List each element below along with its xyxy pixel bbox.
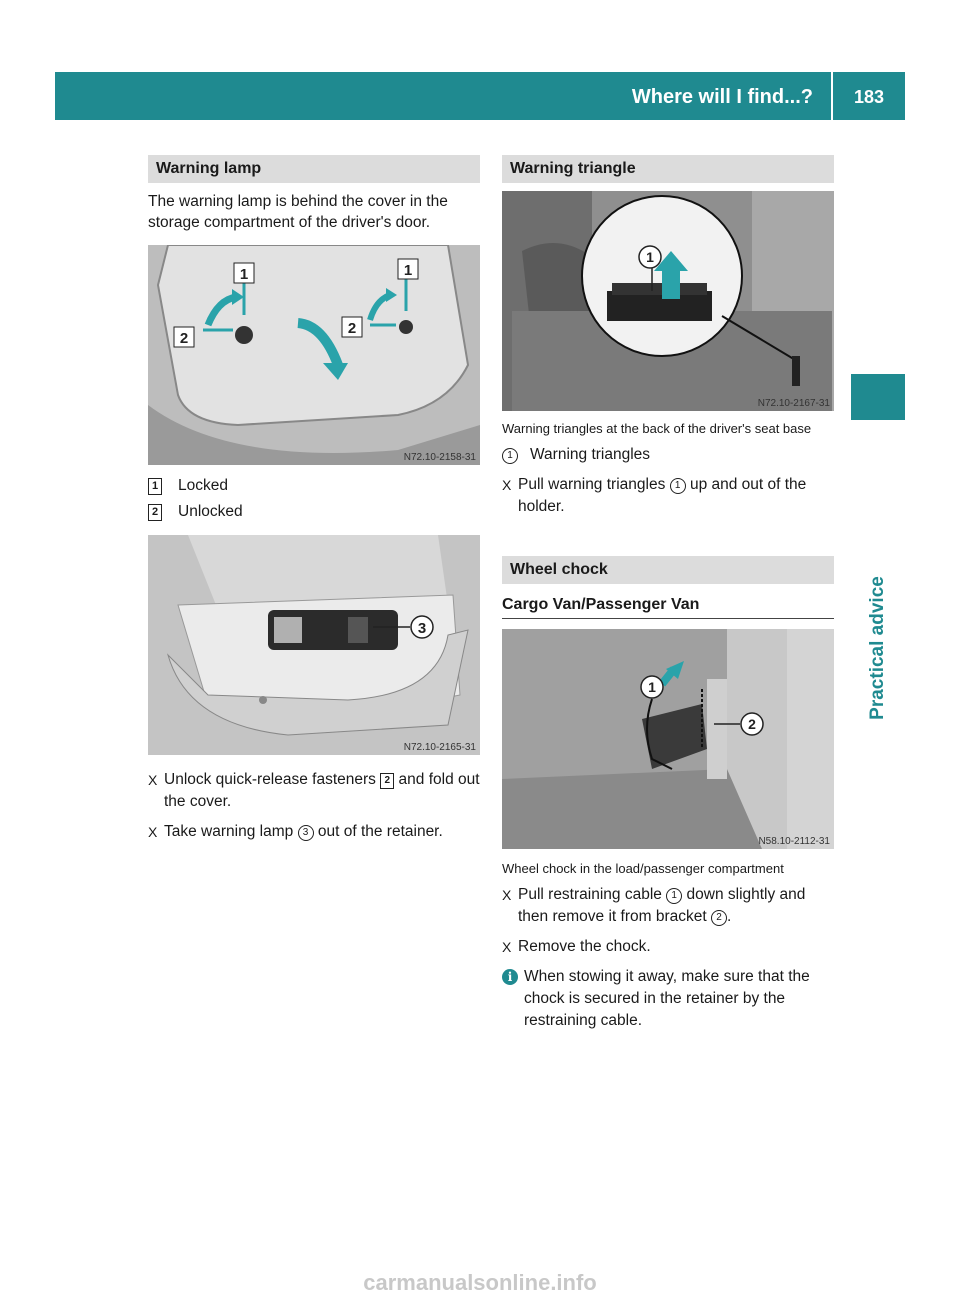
svg-text:3: 3 bbox=[418, 620, 426, 637]
figure-warning-lamp-retainer: 3 N72.10-2165-31 bbox=[148, 535, 480, 755]
header-title: Where will I find...? bbox=[631, 86, 813, 108]
step-text-part: Unlock quick-release fasteners bbox=[164, 771, 381, 788]
step-text-part: . bbox=[726, 908, 732, 925]
step-marker-icon: X bbox=[502, 477, 512, 493]
step-text-part: up and out of the holder. bbox=[518, 476, 807, 515]
warning-triangle-illustration: 1 bbox=[502, 191, 834, 411]
ref-badge: 1 bbox=[666, 888, 683, 904]
svg-text:1: 1 bbox=[646, 249, 654, 265]
step-item: X Pull restraining cable 1 down slightly… bbox=[502, 884, 834, 928]
figure-wheel-chock: 1 2 N58.10-2112-31 bbox=[502, 629, 834, 849]
legend-item-warning-triangles: 1 Warning triangles bbox=[502, 442, 834, 468]
ref-badge: 2 bbox=[380, 773, 395, 789]
figure-code: N58.10-2112-31 bbox=[758, 836, 830, 847]
figure-caption: Wheel chock in the load/passenger compar… bbox=[502, 861, 784, 876]
subheading-cargo-van: Cargo Van/Passenger Van bbox=[502, 596, 834, 619]
step-item: X Take warning lamp 3 out of the retaine… bbox=[148, 821, 480, 843]
figure-code: N72.10-2158-31 bbox=[403, 452, 476, 463]
legend-label: Locked bbox=[178, 477, 228, 494]
step-item: X Unlock quick-release fasteners 2 and f… bbox=[148, 769, 480, 813]
figure-caption: Warning triangles at the back of the dri… bbox=[502, 421, 812, 436]
step-text-part: Pull warning triangles bbox=[518, 476, 670, 493]
warning-lamp-steps: X Unlock quick-release fasteners 2 and f… bbox=[148, 769, 480, 843]
page-header: Where will I find...? 183 bbox=[55, 72, 905, 120]
step-text: Pull restraining cable 1 down slightly a… bbox=[518, 884, 834, 928]
legend-number-badge: 1 bbox=[148, 478, 162, 495]
warning-lamp-intro: The warning lamp is behind the cover in … bbox=[148, 193, 448, 231]
header-divider bbox=[831, 72, 833, 120]
figure-code: N72.10-2167-31 bbox=[757, 398, 830, 409]
info-text: When stowing it away, make sure that the… bbox=[524, 968, 810, 1029]
step-text: Take warning lamp 3 out of the retainer. bbox=[164, 821, 443, 843]
step-marker-icon: X bbox=[502, 887, 512, 903]
watermark: carmanualsonline.info bbox=[363, 1270, 597, 1295]
legend-number-badge: 2 bbox=[148, 504, 162, 521]
side-tab-label: Practical advice bbox=[867, 576, 888, 720]
svg-text:2: 2 bbox=[348, 320, 356, 337]
svg-text:1: 1 bbox=[648, 679, 656, 695]
section-heading-wheel-chock: Wheel chock bbox=[502, 556, 834, 584]
legend-item-locked: 1 Locked bbox=[148, 473, 480, 499]
step-marker-icon: X bbox=[148, 772, 158, 788]
step-text: Pull warning triangles 1 up and out of t… bbox=[518, 474, 834, 518]
wheel-chock-illustration: 1 2 bbox=[502, 629, 834, 849]
section-heading-warning-triangle: Warning triangle bbox=[502, 155, 834, 183]
ref-badge: 2 bbox=[710, 910, 727, 926]
step-text: Remove the chock. bbox=[518, 938, 651, 955]
ref-badge: 1 bbox=[669, 478, 686, 494]
figure-code: N72.10-2165-31 bbox=[403, 742, 476, 753]
step-marker-icon: X bbox=[148, 824, 158, 840]
svg-text:1: 1 bbox=[404, 262, 412, 279]
svg-text:2: 2 bbox=[180, 330, 188, 347]
svg-text:1: 1 bbox=[240, 266, 248, 283]
door-cover-illustration: 1 1 2 2 bbox=[148, 245, 480, 465]
step-text-part: Pull restraining cable bbox=[518, 886, 667, 903]
step-text-part: Take warning lamp bbox=[164, 823, 298, 840]
ref-badge: 3 bbox=[297, 825, 314, 841]
step-item: X Pull warning triangles 1 up and out of… bbox=[502, 474, 834, 518]
step-text-part: down slightly and then remove it from br… bbox=[518, 886, 806, 925]
info-note: i When stowing it away, make sure that t… bbox=[502, 966, 834, 1032]
step-text-part: and fold out the cover. bbox=[164, 771, 480, 810]
step-marker-icon: X bbox=[502, 939, 512, 955]
warning-lamp-illustration: 3 bbox=[148, 535, 480, 755]
legend-label: Warning triangles bbox=[530, 446, 651, 463]
section-heading-warning-lamp: Warning lamp bbox=[148, 155, 480, 183]
figure-warning-triangle: 1 N72.10-2167-31 bbox=[502, 191, 834, 411]
side-tab-marker bbox=[851, 374, 905, 420]
left-column: Warning lamp The warning lamp is behind … bbox=[148, 155, 480, 851]
right-column: Warning triangle 1 N72.10-2167-31 Warnin… bbox=[502, 155, 834, 1040]
step-text-part: out of the retainer. bbox=[313, 823, 443, 840]
info-icon: i bbox=[502, 969, 518, 985]
legend-number-badge: 1 bbox=[502, 448, 518, 464]
figure-door-cover: 1 1 2 2 N72.10-2158-31 bbox=[148, 245, 480, 465]
legend-item-unlocked: 2 Unlocked bbox=[148, 499, 480, 525]
page-number: 183 bbox=[853, 87, 885, 107]
step-text: Unlock quick-release fasteners 2 and fol… bbox=[164, 769, 480, 813]
legend-label: Unlocked bbox=[178, 503, 243, 520]
step-item: X Remove the chock. bbox=[502, 936, 834, 958]
svg-text:2: 2 bbox=[748, 716, 756, 732]
legend-list: 1 Locked 2 Unlocked bbox=[148, 473, 480, 525]
